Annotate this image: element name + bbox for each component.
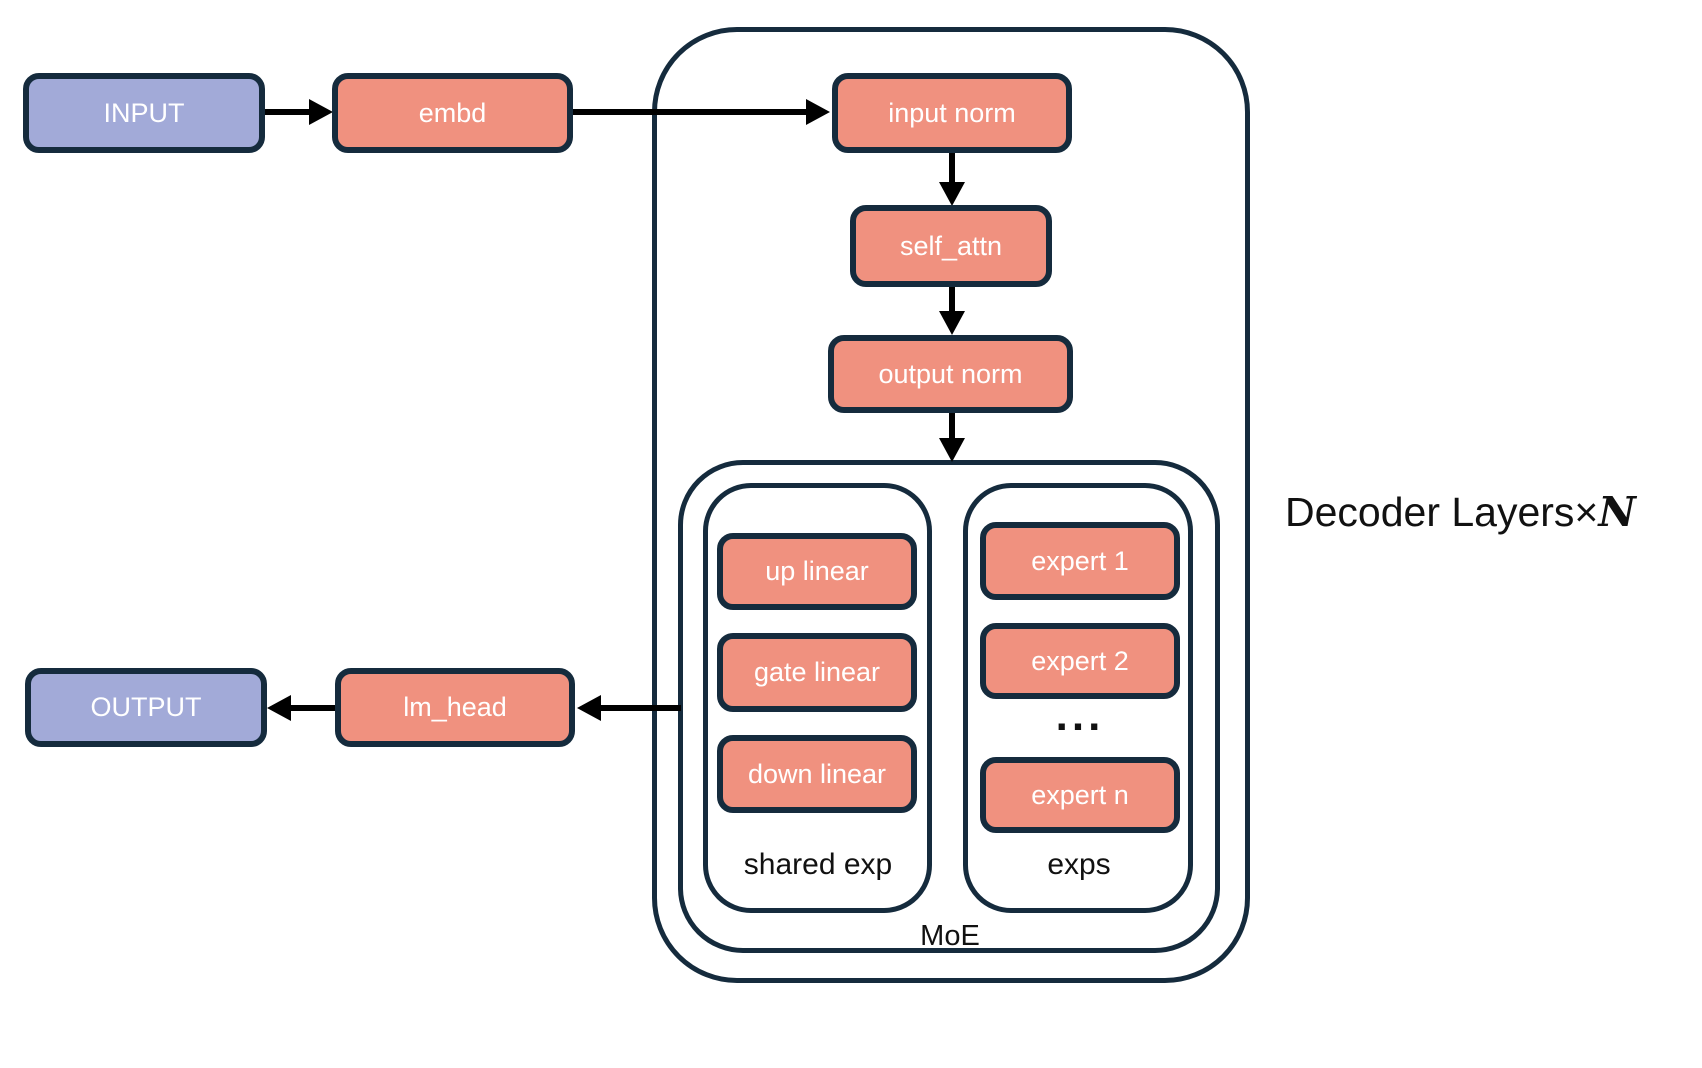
gate-linear-node: gate linear xyxy=(717,633,917,712)
up-linear-node: up linear xyxy=(717,533,917,610)
down-linear-node-label: down linear xyxy=(747,758,887,789)
output-norm-node-label: output norm xyxy=(878,358,1023,389)
decoder-layers-caption-text: Decoder Layers× xyxy=(1285,489,1599,535)
shared-exp-caption: shared exp xyxy=(743,848,893,881)
exps-caption: exps xyxy=(1047,848,1111,881)
arrow-embd-to-input-norm-shaft xyxy=(571,109,807,115)
input-node: INPUT xyxy=(23,73,265,153)
arrow-lm-head-to-output-shaft xyxy=(291,705,337,711)
arrow-moe-to-lm-head-shaft xyxy=(599,705,681,711)
input-norm-node: input norm xyxy=(832,73,1072,153)
down-linear-node: down linear xyxy=(717,735,917,813)
arrow-output-norm-to-moe-head xyxy=(939,438,965,462)
arrow-input-norm-to-self-attn-head xyxy=(939,182,965,206)
expert-1-node: expert 1 xyxy=(980,522,1180,600)
self-attn-node: self_attn xyxy=(850,205,1052,287)
exps-container xyxy=(963,483,1193,913)
self-attn-node-label: self_attn xyxy=(899,230,1003,261)
input-norm-node-label: input norm xyxy=(888,97,1016,128)
arrow-input-to-embd-head xyxy=(309,99,333,125)
embd-node-label: embd xyxy=(418,97,487,128)
arrow-moe-to-lm-head-head xyxy=(577,695,601,721)
arrow-input-to-embd-shaft xyxy=(263,109,311,115)
output-node-label: OUTPUT xyxy=(90,692,202,722)
expert-n-node: expert n xyxy=(980,757,1180,833)
output-norm-node: output norm xyxy=(828,335,1073,413)
arrow-output-norm-to-moe-shaft xyxy=(949,411,955,440)
output-node: OUTPUT xyxy=(25,668,267,747)
expert-n-node-label: expert n xyxy=(1031,779,1129,810)
experts-ellipsis: ... xyxy=(1055,691,1105,740)
arrow-lm-head-to-output-head xyxy=(267,695,291,721)
arrow-self-attn-to-output-norm-shaft xyxy=(949,285,955,313)
gate-linear-node-label: gate linear xyxy=(753,657,881,687)
arrow-self-attn-to-output-norm-head xyxy=(939,311,965,335)
expert-2-node: expert 2 xyxy=(980,623,1180,699)
arrow-embd-to-input-norm-head xyxy=(806,99,830,125)
decoder-layers-n-symbol: N xyxy=(1598,488,1636,536)
shared-exp-container xyxy=(703,483,932,913)
expert-2-node-label: expert 2 xyxy=(1031,645,1129,676)
lm-head-node-label: lm_head xyxy=(403,692,507,722)
input-node-label: INPUT xyxy=(103,97,185,128)
moe-caption: MoE xyxy=(920,920,980,952)
lm-head-node: lm_head xyxy=(335,668,575,747)
arrow-input-norm-to-self-attn-shaft xyxy=(949,150,955,184)
up-linear-node-label: up linear xyxy=(765,556,869,586)
embd-node: embd xyxy=(332,73,573,153)
decoder-layers-caption: Decoder Layers×N xyxy=(1285,488,1636,536)
decoder-layers-container xyxy=(652,27,1250,983)
expert-1-node-label: expert 1 xyxy=(1031,545,1129,576)
